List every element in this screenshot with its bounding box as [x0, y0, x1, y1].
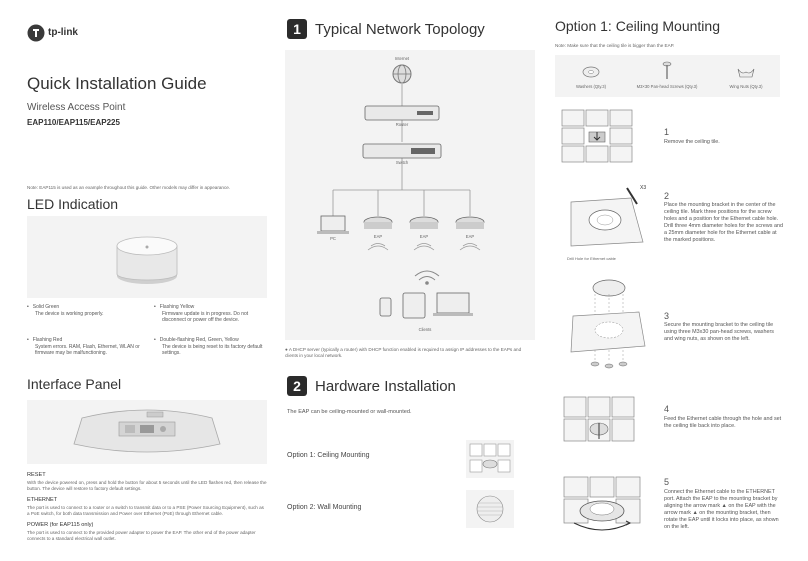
topology-note: ● A DHCP server (typically a router) wit…	[285, 347, 535, 359]
label-eap-3: EAP	[465, 234, 475, 239]
power-desc: The port is used to connect to the provi…	[27, 530, 256, 541]
topology-diagram-art	[317, 64, 485, 319]
led-item-flashing-red: Flashing Red System errors. RAM, Flash, …	[27, 337, 142, 357]
led-item-desc: The device is working properly.	[35, 310, 104, 317]
eap-icon-1	[363, 216, 393, 251]
interface-panel-image	[27, 400, 267, 464]
led-item-label: Flashing Yellow	[154, 304, 269, 311]
section-2-number: 2	[287, 376, 307, 396]
remove-tile-icon	[561, 109, 633, 163]
guide-note: Note: EAP115 is used as an example throu…	[27, 185, 231, 190]
parts-panel: Washers (Qty.3) M3×30 Pan-head Screws (Q…	[555, 55, 780, 97]
step-1-text: Remove the ceiling tile.	[664, 139, 720, 145]
guide-title: Quick Installation Guide	[27, 74, 207, 93]
step-3-text: Secure the mounting bracket to the ceili…	[664, 322, 774, 342]
led-item-label: Double-flashing Red, Green, Yellow	[154, 337, 269, 344]
power-title: POWER (for EAP115 only)	[27, 522, 94, 528]
switch-icon	[362, 143, 442, 159]
label-internet: Internet	[394, 56, 410, 61]
reset-desc: With the device powered on, press and ho…	[27, 480, 267, 491]
led-item-desc: The device is being reset to its factory…	[162, 343, 263, 357]
hardware-option-2[interactable]: Option 2: Wall Mounting	[287, 504, 362, 511]
led-item-desc: Firmware update is in progress. Do not d…	[162, 310, 249, 324]
tp-link-logo: tp-link	[27, 24, 97, 42]
wing-nut-icon	[737, 68, 755, 78]
led-device-image	[27, 216, 267, 298]
label-switch: Switch	[395, 160, 409, 165]
section-1-number: 1	[287, 19, 307, 39]
tp-link-logo-text: tp-link	[48, 27, 78, 38]
led-item-desc: System errors. RAM, Flash, Ethernet, WLA…	[35, 343, 140, 357]
interface-title: Interface Panel	[27, 376, 122, 392]
step-1-image	[560, 108, 635, 166]
led-item-label: Flashing Red	[27, 337, 142, 344]
topology-diagram: Internet Router Switch PC EAP EAP EAP Cl…	[285, 50, 535, 340]
label-clients: Clients	[418, 327, 432, 332]
step-4-image	[562, 395, 637, 445]
label-eap-1: EAP	[373, 234, 383, 239]
internet-globe-icon	[392, 64, 412, 84]
led-item-solid-green: Solid Green The device is working proper…	[27, 304, 142, 317]
step-2-text: Place the mounting bracket in the center…	[664, 202, 783, 243]
ceiling-title: Option 1: Ceiling Mounting	[555, 18, 720, 34]
tablet-icon	[402, 292, 426, 319]
led-item-label: Solid Green	[27, 304, 142, 311]
reset-title: RESET	[27, 472, 46, 478]
hardware-title: Hardware Installation	[315, 378, 456, 395]
step-2-number: 2	[664, 191, 670, 201]
drill-bracket-icon	[570, 187, 644, 247]
attach-eap-icon	[563, 476, 641, 531]
step-3-number: 3	[664, 311, 670, 321]
ceiling-note: Note: Make sure that the ceiling tile is…	[555, 43, 675, 48]
part-wing-nuts: Wing Nuts (Qty.3)	[729, 84, 763, 89]
guide-models: EAP110/EAP115/EAP225	[27, 118, 120, 127]
laptop-icon	[433, 292, 473, 316]
screw-icon	[662, 61, 672, 79]
step-5-text: Connect the Ethernet cable to the ETHERN…	[664, 489, 779, 530]
label-router: Router	[395, 122, 409, 127]
tp-link-logo-icon	[27, 24, 45, 42]
part-screws: M3×30 Pan-head Screws (Qty.3)	[636, 84, 698, 89]
led-item-flashing-yellow: Flashing Yellow Firmware update is in pr…	[154, 304, 269, 324]
step-1-number: 1	[664, 127, 670, 137]
topology-note-text: A DHCP server (typically a router) with …	[285, 347, 522, 358]
washer-icon	[582, 66, 600, 78]
ceiling-tile-icon	[469, 443, 511, 473]
hardware-option-1-image	[466, 440, 514, 478]
topology-title: Typical Network Topology	[315, 21, 485, 38]
drill-hole-label: Drill Hole for Ethernet cable	[567, 256, 616, 261]
wall-mount-icon	[476, 495, 504, 523]
ethernet-desc: The port is used to connect to a router …	[27, 505, 264, 516]
part-washers: Washers (Qty.3)	[575, 84, 606, 89]
label-pc: PC	[330, 236, 336, 241]
step-5-image	[562, 475, 642, 535]
led-item-double-flashing: Double-flashing Red, Green, Yellow The d…	[154, 337, 269, 357]
eap-device-icon	[116, 236, 178, 284]
secure-bracket-icon	[570, 279, 646, 369]
interface-panel-icon	[73, 409, 221, 453]
hardware-intro: The EAP can be ceiling-mounted or wall-m…	[287, 409, 412, 415]
pc-icon	[317, 215, 349, 234]
hardware-option-2-image	[466, 490, 514, 528]
hardware-option-1[interactable]: Option 1: Ceiling Mounting	[287, 452, 370, 459]
label-eap-2: EAP	[419, 234, 429, 239]
step-4-number: 4	[664, 404, 670, 414]
note-bullet-icon: ●	[285, 347, 289, 352]
step-4-text: Feed the Ethernet cable through the hole…	[664, 416, 782, 429]
feed-cable-icon	[563, 396, 635, 442]
x3-badge: X3	[640, 185, 647, 191]
eap-icon-3	[455, 216, 485, 251]
wifi-signal-icon	[414, 270, 440, 285]
guide-subtitle: Wireless Access Point	[27, 102, 126, 113]
step-3-image	[565, 270, 650, 374]
ethernet-title: ETHERNET	[27, 497, 58, 503]
step-2-image: X3	[565, 182, 650, 252]
led-title: LED Indication	[27, 196, 119, 212]
eap-icon-2	[409, 216, 439, 251]
step-5-number: 5	[664, 477, 670, 487]
router-icon	[364, 105, 440, 121]
phone-icon	[379, 297, 392, 317]
